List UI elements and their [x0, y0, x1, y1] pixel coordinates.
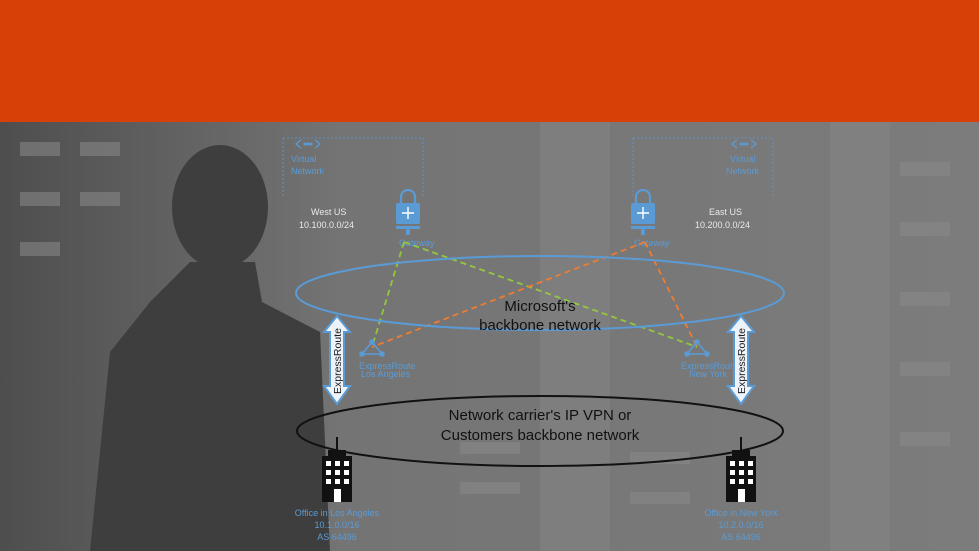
- west-gateway-label: Gateway: [399, 238, 435, 248]
- person-silhouette: [90, 145, 330, 551]
- west-office-label-1: Office in Los Angeles: [295, 508, 380, 518]
- west-vnet-label-2: Network: [291, 166, 325, 176]
- east-router-icon: [684, 339, 710, 357]
- west-vnet-icon: [294, 139, 322, 149]
- west-prefix-label: 10.100.0.0/24: [299, 220, 354, 230]
- east-vnet-label-2: Network: [726, 166, 760, 176]
- west-router-label-2: Los Angeles: [361, 369, 411, 379]
- west-office-building-icon: [322, 437, 352, 502]
- west-office-label-3: AS 64496: [317, 532, 357, 542]
- east-expressroute-label: ExpressRoute: [736, 328, 748, 394]
- west-router-label-1: ExpressRoute: [359, 361, 416, 371]
- east-vnet-icon: [730, 139, 758, 149]
- west-expressroute-arrow: [321, 314, 353, 406]
- west-gateway-icon: [396, 188, 420, 235]
- carrier-network-ellipse: [296, 395, 784, 467]
- background-photo: [0, 122, 979, 551]
- carrier-label-2: Customers backbone network: [441, 427, 640, 444]
- microsoft-backbone-ellipse: [295, 255, 785, 331]
- east-vnet-label-1: Virtual: [730, 154, 755, 164]
- east-office-building-icon: [726, 437, 756, 502]
- backbone-label-1: Microsoft's: [504, 298, 575, 315]
- east-prefix-label: 10.200.0.0/24: [695, 220, 750, 230]
- east-gateway-label: Gateway: [634, 238, 670, 248]
- west-region-label: West US: [311, 207, 346, 217]
- east-office-label-3: AS 64496: [721, 532, 761, 542]
- east-office-label-1: Office in New York: [704, 508, 778, 518]
- carrier-label-1: Network carrier's IP VPN or: [449, 407, 632, 424]
- green-link-west-gateway-la-router: [371, 241, 405, 348]
- background-windows: [20, 122, 950, 551]
- west-vnet-label-1: Virtual: [291, 154, 316, 164]
- east-office-label-2: 10.2.0.0/16: [718, 520, 763, 530]
- east-router-label-1: ExpressRoute: [681, 361, 738, 371]
- west-office-label-2: 10.1.0.0/16: [314, 520, 359, 530]
- east-gateway-icon: [631, 188, 655, 235]
- east-expressroute-arrow: [725, 314, 757, 406]
- west-router-icon: [359, 339, 385, 357]
- east-region-label: East US: [709, 207, 742, 217]
- header-banner: [0, 0, 979, 122]
- west-expressroute-label: ExpressRoute: [332, 328, 344, 394]
- orange-link-east-gateway-la-router: [371, 241, 646, 348]
- green-link-west-gateway-ny-router: [403, 241, 698, 348]
- backbone-label-2: backbone network: [479, 317, 601, 334]
- east-router-label-2: New York: [689, 369, 728, 379]
